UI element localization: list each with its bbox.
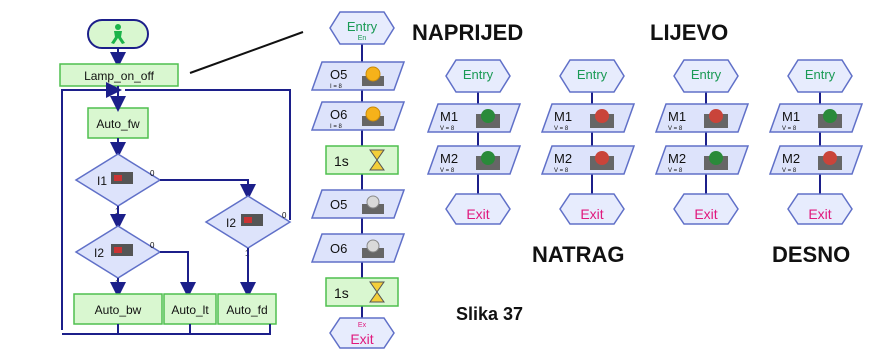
svg-text:M2: M2 (440, 151, 458, 166)
entry-terminal[interactable] (673, 59, 739, 93)
motor-icon (476, 109, 500, 128)
svg-text:1s: 1s (334, 153, 349, 169)
svg-text:Exit: Exit (808, 206, 831, 222)
auto-lt-label: Auto_lt (171, 303, 209, 317)
motor-icon (476, 151, 500, 170)
wait-1s-step[interactable] (325, 277, 399, 307)
svg-text:0: 0 (150, 169, 155, 178)
auto-fw-label: Auto_fw (96, 117, 140, 131)
svg-text:Entry: Entry (577, 67, 608, 82)
auto-fd-label: Auto_fd (226, 303, 267, 317)
svg-text:M2: M2 (668, 151, 686, 166)
entry-terminal[interactable] (445, 59, 511, 93)
svg-text:M1: M1 (440, 109, 458, 124)
entry-terminal[interactable] (787, 59, 853, 93)
svg-text:Exit: Exit (466, 206, 489, 222)
switch-icon (111, 244, 133, 256)
i1-label: I1 (97, 174, 107, 188)
svg-text:I = 8: I = 8 (330, 84, 343, 90)
svg-text:V = 8: V = 8 (668, 168, 683, 174)
lamp-on-icon (362, 106, 384, 126)
svg-text:M2: M2 (782, 151, 800, 166)
svg-text:M1: M1 (668, 109, 686, 124)
svg-text:1s: 1s (334, 285, 349, 301)
svg-text:O6: O6 (330, 241, 347, 256)
switch-icon (241, 214, 263, 226)
exit-terminal[interactable] (329, 317, 395, 349)
svg-text:M1: M1 (782, 109, 800, 124)
svg-text:V = 8: V = 8 (782, 168, 797, 174)
title-desno: DESNO (772, 242, 850, 267)
svg-text:V = 8: V = 8 (440, 126, 455, 132)
svg-text:Exit: Exit (694, 206, 717, 222)
title-lijevo: LIJEVO (650, 20, 728, 45)
svg-text:Exit: Exit (580, 206, 603, 222)
hourglass-icon (369, 281, 385, 303)
svg-text:En: En (358, 35, 367, 42)
o5-output-step[interactable] (310, 61, 406, 91)
exit-label: Exit (350, 331, 373, 347)
motor-icon (704, 151, 728, 170)
svg-text:M2: M2 (554, 151, 572, 166)
svg-text:Entry: Entry (805, 67, 836, 82)
svg-text:0: 0 (282, 211, 287, 220)
svg-text:Ex: Ex (358, 322, 367, 329)
wait-1s-step[interactable] (325, 145, 399, 175)
auto-lt-block[interactable] (163, 293, 217, 325)
svg-text:Entry: Entry (463, 67, 494, 82)
lamp-off-icon (362, 239, 384, 258)
auto-fd-block[interactable] (217, 293, 277, 325)
lamp-subprogram: Entry En O5 I = 8 O6 I = 8 1s O5 (310, 11, 406, 349)
motor-icon (818, 151, 842, 170)
svg-text:M1: M1 (554, 109, 572, 124)
svg-text:V = 8: V = 8 (668, 126, 683, 132)
entry-terminal[interactable] (559, 59, 625, 93)
figure-caption: Slika 37 (456, 304, 523, 324)
motor-sub-desno: Entry M1 V = 8 M2 V = 8 Exit (768, 59, 864, 225)
entry-terminal[interactable] (329, 11, 395, 45)
svg-text:V = 8: V = 8 (782, 126, 797, 132)
lamp-on-icon (362, 66, 384, 86)
exit-terminal[interactable] (559, 193, 625, 225)
auto-bw-label: Auto_bw (95, 303, 142, 317)
svg-text:O5: O5 (330, 197, 347, 212)
i2-left-label: I2 (94, 246, 104, 260)
i2-right-label: I2 (226, 216, 236, 230)
motor-icon (818, 109, 842, 128)
o5-off-step[interactable] (310, 189, 406, 219)
o6-off-step[interactable] (310, 233, 406, 263)
motor-sub-naprijed: Entry M1 V = 8 M2 V = 8 Exit (426, 59, 522, 225)
lamp-off-icon (362, 195, 384, 214)
svg-text:Entry: Entry (691, 67, 722, 82)
lamp-on-off-label: Lamp_on_off (84, 69, 155, 83)
entry-label: Entry (347, 19, 378, 34)
start-figure-icon (111, 24, 125, 44)
hourglass-icon (369, 149, 385, 171)
o6-output-step[interactable] (310, 101, 406, 131)
motor-sub-natrag: Entry M1 V = 8 M2 V = 8 Exit (540, 59, 636, 225)
svg-text:V = 8: V = 8 (440, 168, 455, 174)
exit-terminal[interactable] (787, 193, 853, 225)
motor-icon (704, 109, 728, 128)
auto-fw-block[interactable] (87, 107, 149, 139)
svg-text:V = 8: V = 8 (554, 168, 569, 174)
title-naprijed: NAPRIJED (412, 20, 523, 45)
main-flow: Lamp_on_off Auto_fw I1 0 1 I2 0 1 (59, 19, 304, 335)
svg-text:V = 8: V = 8 (554, 126, 569, 132)
motor-icon (590, 109, 614, 128)
svg-text:O5: O5 (330, 67, 347, 82)
auto-bw-block[interactable] (73, 293, 163, 325)
motor-sub-lijevo: Entry M1 V = 8 M2 V = 8 Exit (654, 59, 750, 225)
svg-text:0: 0 (150, 241, 155, 250)
svg-text:O6: O6 (330, 107, 347, 122)
motor-icon (590, 151, 614, 170)
exit-terminal[interactable] (673, 193, 739, 225)
svg-text:I = 8: I = 8 (330, 124, 343, 130)
title-natrag: NATRAG (532, 242, 624, 267)
exit-terminal[interactable] (445, 193, 511, 225)
switch-icon (111, 172, 133, 184)
